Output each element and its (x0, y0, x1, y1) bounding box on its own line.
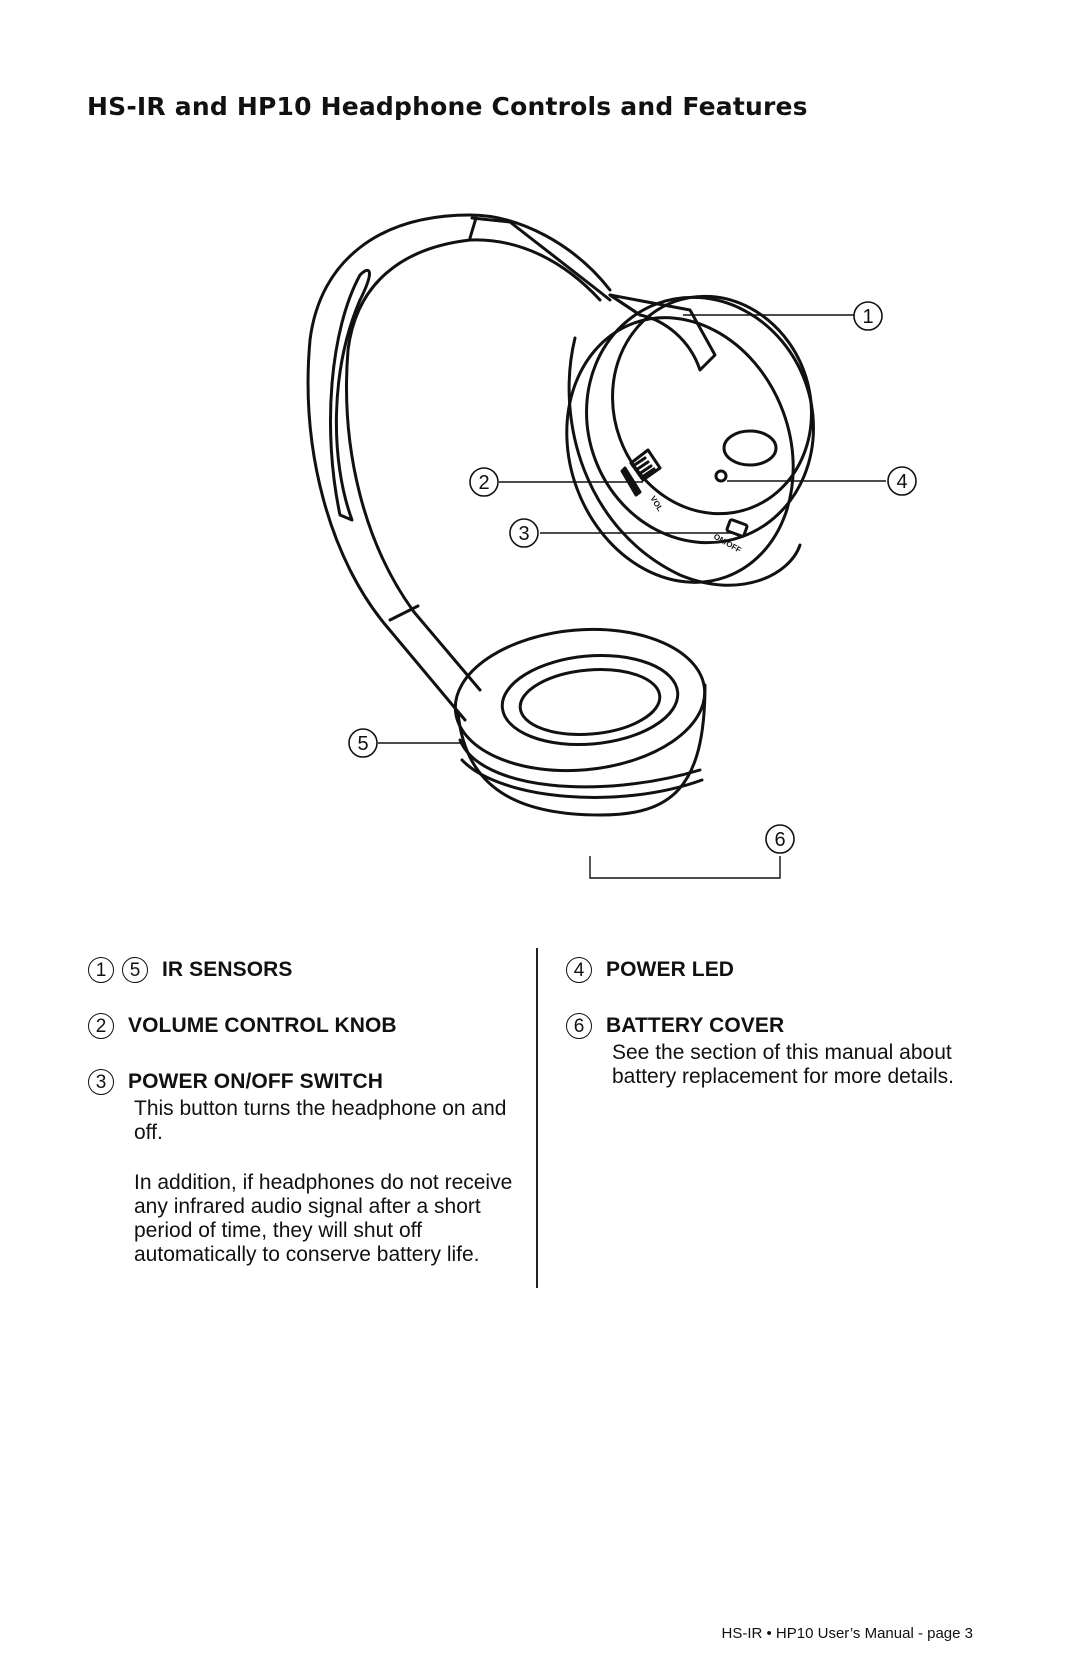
features-left-column: 1 5 IR SENSORS 2 VOLUME CONTROL KNOB 3 P… (88, 955, 518, 1293)
headphone-illustration: 1 2 3 4 5 6 VOL ON/OFF (306, 213, 917, 879)
power-led-dot (714, 469, 728, 483)
number-badge: 6 (566, 1013, 592, 1039)
feature-ir-sensors: 1 5 IR SENSORS (88, 955, 518, 985)
callout-2: 2 (478, 472, 489, 494)
number-badge: 2 (88, 1013, 114, 1039)
lower-earcup-pad (500, 654, 680, 746)
callout-6: 6 (774, 829, 785, 851)
page-title: HS-IR and HP10 Headphone Controls and Fe… (87, 92, 808, 121)
lower-earcup-body (456, 683, 707, 817)
feature-description: In addition, if headphones do not receiv… (134, 1171, 513, 1266)
feature-title: POWER ON/OFF SWITCH (128, 1070, 384, 1093)
feature-battery-cover: 6 BATTERY COVER See the section of this … (566, 1011, 996, 1089)
number-badge: 5 (122, 957, 148, 983)
feature-power-switch: 3 POWER ON/OFF SWITCH This button turns … (88, 1067, 518, 1267)
number-badge: 3 (88, 1069, 114, 1095)
feature-description: This button turns the headphone on and o… (134, 1097, 507, 1144)
feature-description: See the section of this manual about bat… (612, 1041, 954, 1088)
headband-slot (329, 268, 371, 522)
feature-title: POWER LED (606, 958, 735, 981)
upper-earcup-outer (565, 316, 795, 584)
callout-1: 1 (862, 306, 873, 328)
callout-4: 4 (896, 471, 907, 493)
column-divider (536, 948, 538, 1288)
callout-3: 3 (518, 523, 529, 545)
features-right-column: 4 POWER LED 6 BATTERY COVER See the sect… (566, 955, 996, 1115)
feature-title: IR SENSORS (162, 958, 293, 981)
feature-title: BATTERY COVER (606, 1014, 785, 1037)
feature-power-led: 4 POWER LED (566, 955, 996, 985)
upper-earcup-ring (722, 429, 778, 467)
number-badge: 4 (566, 957, 592, 983)
feature-volume-control: 2 VOLUME CONTROL KNOB (88, 1011, 518, 1041)
callout-5: 5 (357, 733, 368, 755)
headband-outer (306, 213, 612, 630)
vol-label: VOL (648, 494, 664, 513)
number-badge: 1 (88, 957, 114, 983)
page-footer: HS-IR • HP10 User’s Manual - page 3 (721, 1625, 973, 1642)
lower-earcup-top (453, 627, 707, 773)
yoke (608, 293, 717, 372)
slider-lower (386, 604, 482, 722)
feature-title: VOLUME CONTROL KNOB (128, 1014, 397, 1037)
onoff-switch (725, 518, 749, 538)
headband-inner (345, 238, 602, 614)
